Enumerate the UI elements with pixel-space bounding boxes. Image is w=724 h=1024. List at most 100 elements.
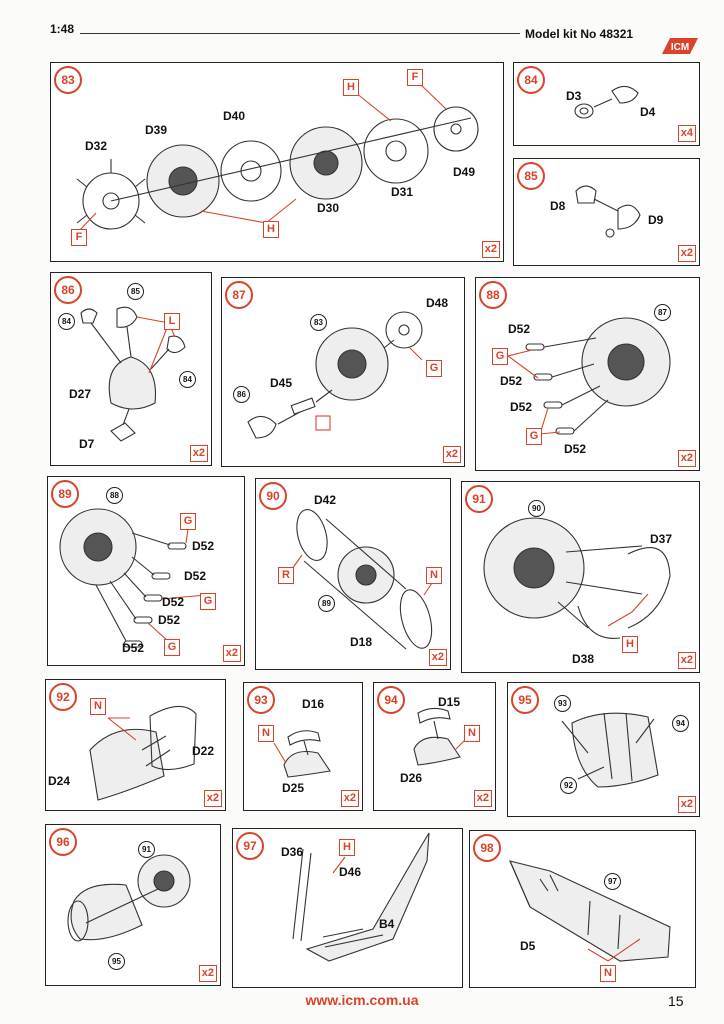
engine-assembly-drawing — [247, 311, 423, 439]
header-rule — [80, 33, 520, 34]
quantity-badge: x2 — [677, 450, 696, 467]
part-label-d32: D32 — [85, 139, 108, 153]
step-number: 93 — [247, 686, 275, 714]
step-87-panel: 87 83 86 D48 D45 G x2 — [221, 277, 465, 467]
part-label-d9: D9 — [648, 213, 664, 227]
paint-tag-g: G — [164, 639, 180, 656]
cowl-ring-drawing — [291, 509, 433, 650]
paint-tag-h: H — [263, 221, 279, 238]
part-label-d27: D27 — [69, 387, 92, 401]
spark-wires — [76, 159, 146, 224]
ref-step-90: 90 — [528, 500, 545, 517]
step-98-panel: 98 97 D5 N — [469, 830, 696, 988]
cowl-frame-drawing — [483, 517, 671, 639]
engine-cowl-drawing — [67, 854, 191, 942]
part-label-d52: D52 — [162, 595, 185, 609]
step-number: 98 — [473, 834, 501, 862]
step-95-panel: 95 93 94 92 x2 — [507, 682, 700, 817]
quantity-badge: x2 — [340, 790, 359, 807]
step-number: 91 — [465, 485, 493, 513]
part-label-d31: D31 — [391, 185, 414, 199]
part-label-d48: D48 — [426, 296, 449, 310]
step-number: 92 — [49, 683, 77, 711]
step-83-panel: 83 D32 D39 D40 D30 D31 D49 F H F H F x2 — [50, 62, 504, 262]
step-number: 89 — [51, 480, 79, 508]
website-link[interactable]: www.icm.com.ua — [305, 992, 419, 1008]
cowl-assembly-drawing — [561, 712, 659, 788]
step-number: 87 — [225, 281, 253, 309]
cowl-panel-drawing — [89, 705, 197, 801]
part-label-d3: D3 — [566, 89, 582, 103]
paint-tag-h: H — [343, 79, 359, 96]
part-label-b4: B4 — [379, 917, 395, 931]
paint-tag-g: G — [180, 513, 196, 530]
part-label-d52: D52 — [184, 569, 207, 583]
step-number: 85 — [517, 162, 545, 190]
quantity-badge: x4 — [677, 125, 696, 142]
paint-tag-f: F — [71, 229, 87, 246]
ref-step-86: 86 — [233, 386, 250, 403]
step-86-panel: 86 84 85 84 L D27 D7 x2 — [50, 272, 212, 466]
paint-tag-n: N — [258, 725, 274, 742]
part-label-d49: D49 — [453, 165, 476, 179]
quantity-badge: x2 — [677, 245, 696, 262]
part-label-d52: D52 — [508, 322, 531, 336]
step-93-panel: 93 D16 N D25 x2 — [243, 682, 363, 811]
part-label-d30: D30 — [317, 201, 340, 215]
part-drawing — [575, 185, 641, 238]
scale-label: 1:48 — [50, 22, 75, 36]
firewall-frame-drawing — [509, 860, 671, 962]
step-number: 88 — [479, 281, 507, 309]
paint-tag-l: L — [164, 313, 180, 330]
quantity-badge: x2 — [222, 645, 241, 662]
part-label-d15: D15 — [438, 695, 461, 709]
paint-tag-n: N — [426, 567, 442, 584]
step-number: 95 — [511, 686, 539, 714]
step-number: 83 — [54, 66, 82, 94]
part-label-d36: D36 — [281, 845, 304, 859]
step-91-panel: 91 90 D37 D38 H x2 — [461, 481, 700, 673]
step-89-panel: 89 88 G G G D52 D52 D52 D52 D52 x2 — [47, 476, 245, 666]
step-number: 86 — [54, 276, 82, 304]
paint-tag-h: H — [622, 636, 638, 653]
step-number: 90 — [259, 482, 287, 510]
ref-step-84: 84 — [179, 371, 196, 388]
part-label-d8: D8 — [550, 199, 566, 213]
ref-step-89: 89 — [318, 595, 335, 612]
quantity-badge: x2 — [189, 445, 208, 462]
quantity-badge: x2 — [198, 965, 217, 982]
quantity-badge: x2 — [481, 241, 500, 258]
part-label-d46: D46 — [339, 865, 362, 879]
step-97-panel: 97 D36 H D46 B4 — [232, 828, 463, 988]
quantity-badge: x2 — [203, 790, 222, 807]
quantity-badge: x2 — [473, 790, 492, 807]
cowl-flap-drawing — [273, 730, 331, 778]
ref-step-84: 84 — [58, 313, 75, 330]
part-label-d52: D52 — [158, 613, 181, 627]
step-85-panel: 85 D8 D9 x2 — [513, 158, 700, 266]
engine-pushrod-drawing — [507, 317, 671, 435]
part-label-d52: D52 — [192, 539, 215, 553]
step-number: 97 — [236, 832, 264, 860]
paint-tag-g: G — [200, 593, 216, 610]
part-drawing — [80, 306, 186, 442]
step-90-panel: 90 D42 D18 R N 89 x2 — [255, 478, 451, 670]
step-96-panel: 96 91 95 x2 — [45, 824, 221, 986]
part-label-d7: D7 — [79, 437, 95, 451]
kit-number: Model kit No 48321 — [525, 27, 634, 41]
quantity-badge: x2 — [677, 796, 696, 813]
paint-tag-g: G — [526, 428, 542, 445]
part-label-d25: D25 — [282, 781, 305, 795]
engine-exploded-drawing — [76, 82, 479, 232]
part-label-d52: D52 — [510, 400, 533, 414]
part-label-d24: D24 — [48, 774, 71, 788]
part-label-d42: D42 — [314, 493, 337, 507]
ref-step-85: 85 — [127, 283, 144, 300]
part-label-d37: D37 — [650, 532, 673, 546]
step-number: 96 — [49, 828, 77, 856]
paint-tag-f: F — [407, 69, 423, 86]
paint-tag-n: N — [600, 965, 616, 982]
ref-step-95: 95 — [108, 953, 125, 970]
ref-step-92: 92 — [560, 777, 577, 794]
ref-step-83: 83 — [310, 314, 327, 331]
